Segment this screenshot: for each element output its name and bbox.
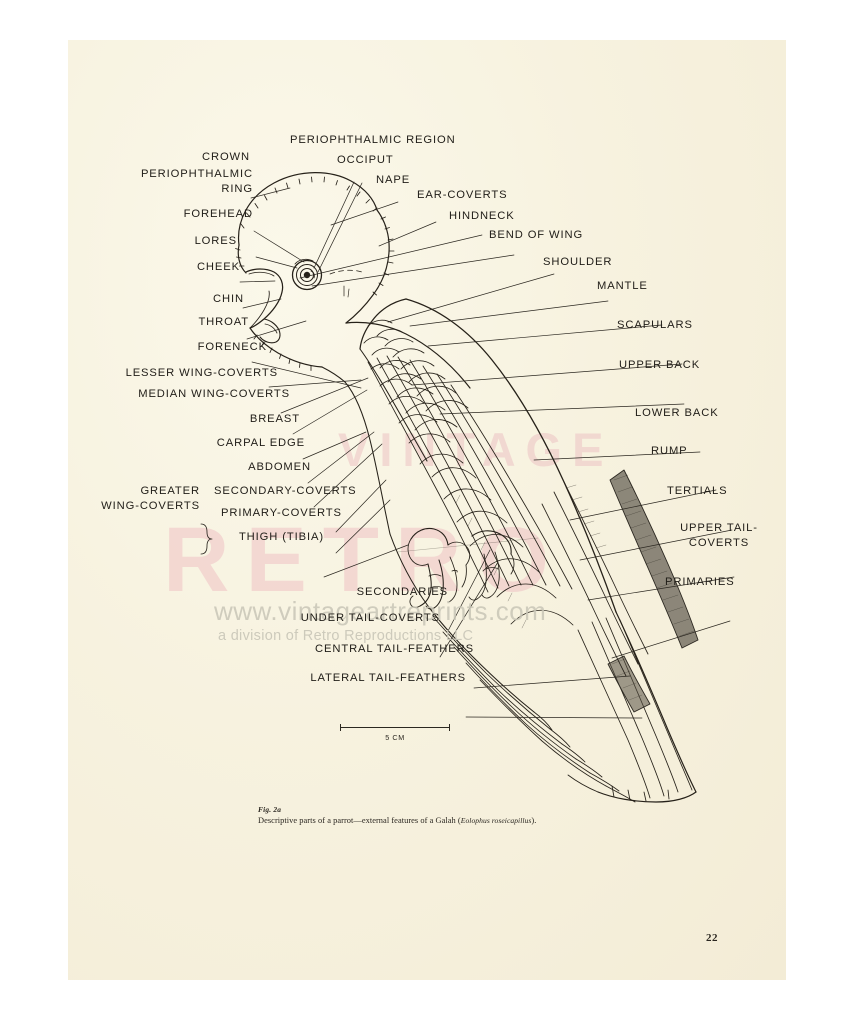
label-secondary-coverts: SECONDARY-COVERTS	[214, 485, 357, 497]
label-greater-wing-coverts-line2: WING-COVERTS	[101, 500, 200, 512]
label-lores: LORES	[194, 235, 237, 247]
label-primary-coverts: PRIMARY-COVERTS	[221, 507, 342, 519]
label-mantle: MANTLE	[597, 280, 648, 292]
parrot-anatomy-figure	[68, 40, 786, 980]
label-upper-tail-coverts-line1: UPPER TAIL-	[680, 522, 758, 534]
figure-caption-text: Descriptive parts of a parrot—external f…	[258, 816, 718, 825]
label-upper-back: UPPER BACK	[619, 359, 701, 371]
label-occiput: OCCIPUT	[337, 154, 394, 166]
label-lesser-wing-coverts: LESSER WING-COVERTS	[125, 367, 278, 379]
caption-prefix: Descriptive parts of a parrot—external f…	[258, 815, 461, 825]
label-shoulder: SHOULDER	[543, 256, 613, 268]
label-rump: RUMP	[651, 445, 688, 457]
label-under-tail-coverts: UNDER TAIL-COVERTS	[300, 612, 440, 624]
label-upper-tail-coverts-line2: COVERTS	[688, 537, 750, 549]
label-thigh-tibia: THIGH (TIBIA)	[238, 531, 324, 543]
label-greater-wing-coverts-line1: GREATER	[140, 485, 200, 497]
label-tertials: TERTIALS	[667, 485, 728, 497]
label-periophthalmic-ring-line1: PERIOPHTHALMIC	[140, 168, 253, 180]
label-carpal-edge: CARPAL EDGE	[216, 437, 305, 449]
label-lower-back: LOWER BACK	[635, 407, 719, 419]
label-upper-tail-coverts: UPPER TAIL- COVERTS	[669, 521, 769, 551]
label-ear-coverts: EAR-COVERTS	[417, 189, 508, 201]
label-greater-wing-coverts: GREATER WING-COVERTS	[83, 484, 200, 514]
scale-bar-label: 5 CM	[385, 733, 405, 742]
label-nape: NAPE	[376, 174, 411, 186]
label-periophthalmic-region: PERIOPHTHALMIC REGION	[290, 134, 456, 146]
book-page: VINTAGE RETRO	[68, 40, 786, 980]
page-number: 22	[706, 932, 718, 944]
label-median-wing-coverts: MEDIAN WING-COVERTS	[138, 388, 290, 400]
label-scapulars: SCAPULARS	[617, 319, 693, 331]
label-throat: THROAT	[198, 316, 249, 328]
scale-bar-line	[340, 724, 450, 732]
label-central-tail-feathers: CENTRAL TAIL-FEATHERS	[315, 643, 474, 655]
label-breast: BREAST	[249, 413, 300, 425]
label-periophthalmic-ring-line2: RING	[221, 183, 253, 195]
caption-species: Eolophus roseicapillus	[460, 815, 532, 825]
figure-number: Fig. 2a	[258, 805, 282, 814]
label-forehead: FOREHEAD	[183, 208, 253, 220]
label-lateral-tail-feathers: LATERAL TAIL-FEATHERS	[310, 672, 466, 684]
label-chin: CHIN	[213, 293, 244, 305]
scale-bar: 5 CM	[340, 724, 450, 742]
label-cheek: CHEEK	[196, 261, 240, 273]
caption-suffix: ).	[531, 815, 537, 825]
label-bend-of-wing: BEND OF WING	[489, 229, 584, 241]
label-abdomen: ABDOMEN	[248, 461, 311, 473]
label-crown: CROWN	[202, 151, 250, 163]
label-periophthalmic-ring: PERIOPHTHALMIC RING	[108, 167, 253, 197]
figure-caption: Fig. 2a Descriptive parts of a parrot—ex…	[258, 805, 718, 825]
label-hindneck: HINDNECK	[449, 210, 515, 222]
label-secondaries: SECONDARIES	[356, 586, 448, 598]
label-primaries: PRIMARIES	[665, 576, 735, 588]
label-foreneck: FORENECK	[197, 341, 267, 353]
